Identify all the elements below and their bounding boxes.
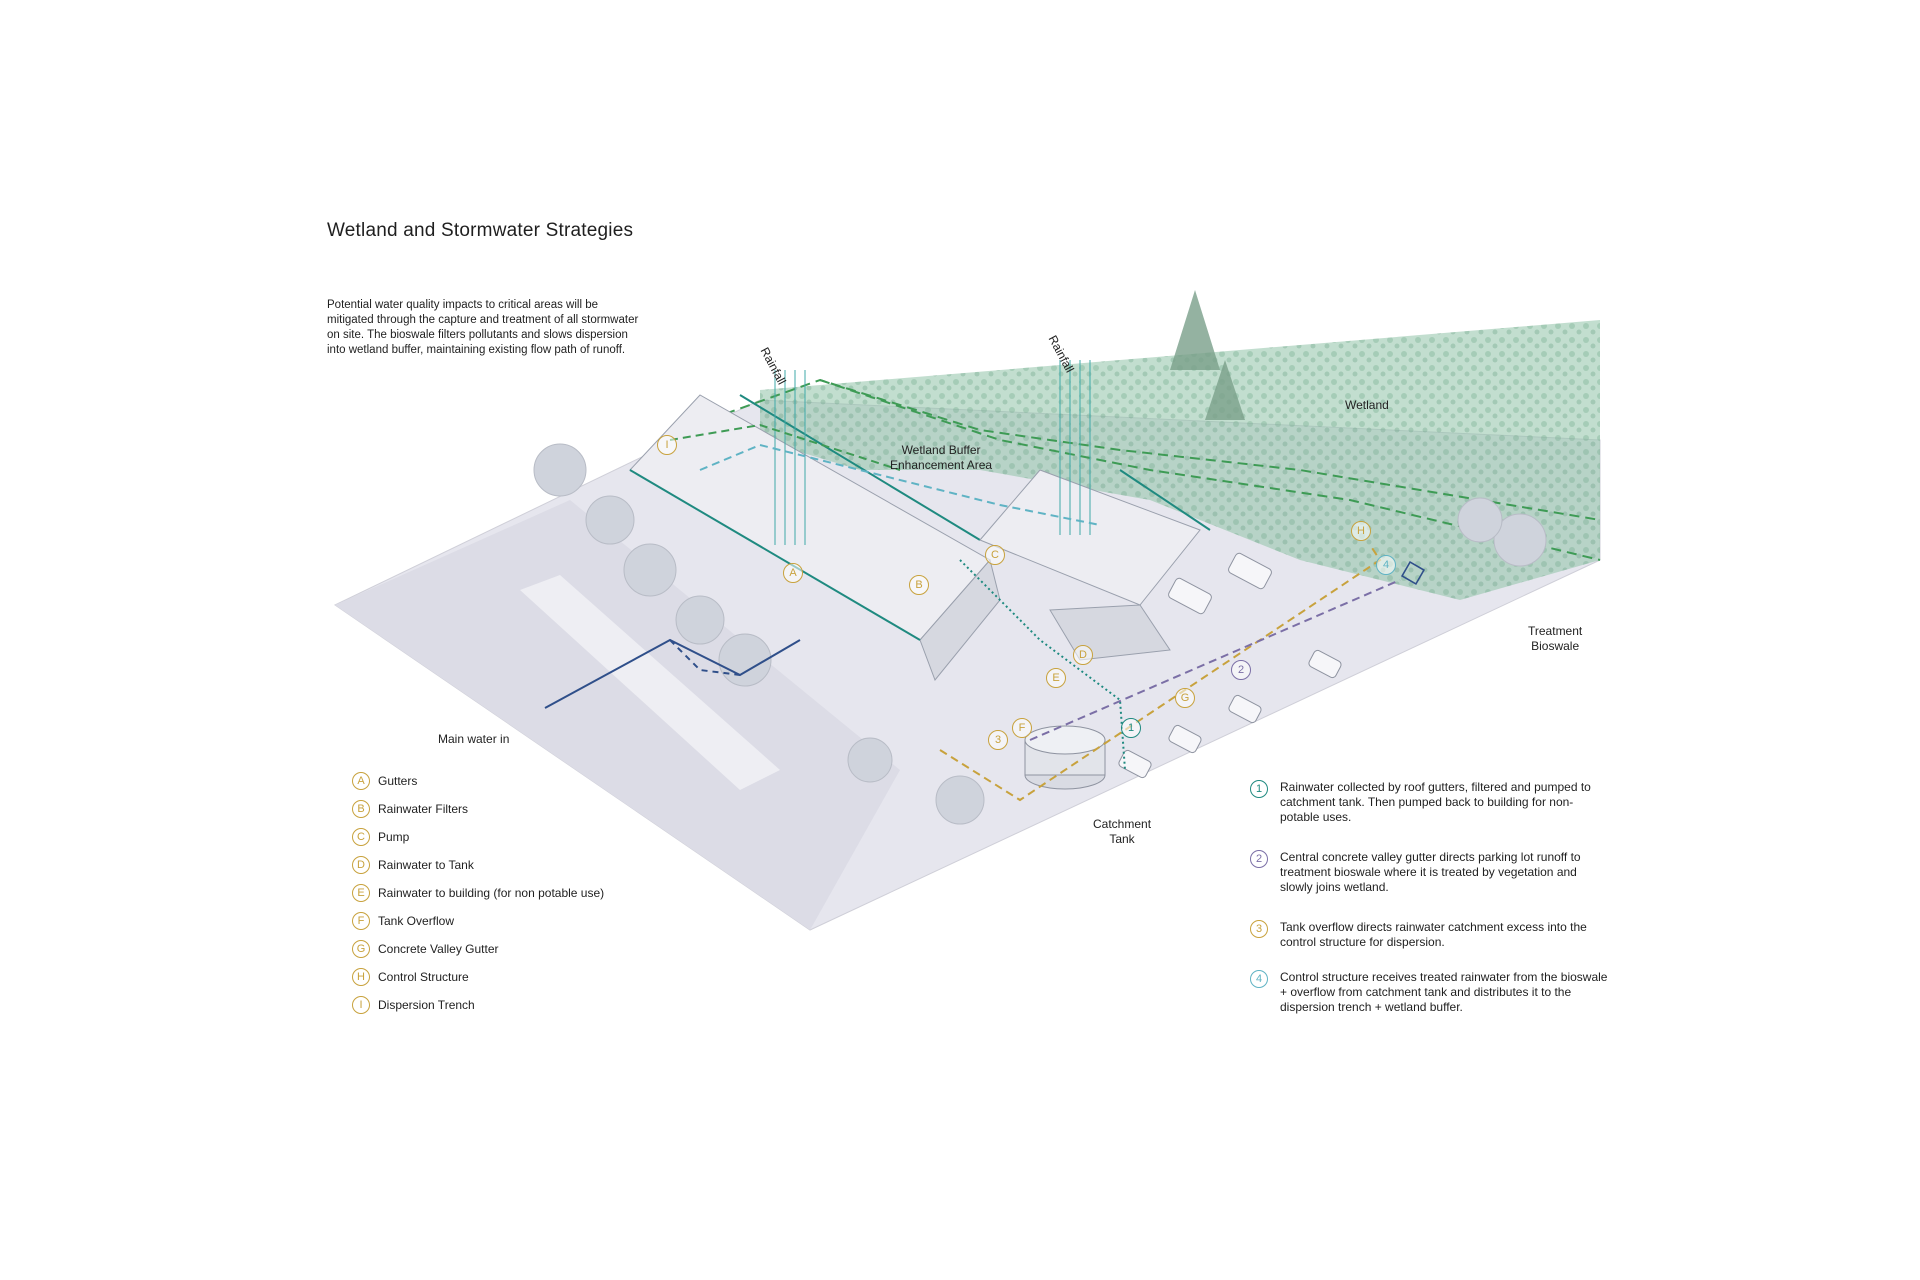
legend-key-badge: F bbox=[352, 912, 370, 930]
east-building-roof bbox=[979, 469, 1201, 606]
legend-item-i: I Dispersion Trench bbox=[352, 994, 475, 1016]
note-number-badge: 1 bbox=[1250, 780, 1268, 798]
wetland-boundary bbox=[819, 379, 1601, 561]
flow-main-water-in-dashed bbox=[669, 639, 741, 676]
rainfall-lines-1 bbox=[774, 370, 806, 545]
note-2: 2 Central concrete valley gutter directs … bbox=[1250, 850, 1610, 895]
marker-f: F bbox=[1012, 718, 1032, 738]
marker-c: C bbox=[985, 545, 1005, 565]
road bbox=[335, 500, 900, 930]
marker-e: E bbox=[1046, 668, 1066, 688]
flow-rainwater-teal bbox=[959, 559, 1126, 771]
catchment-tank-label: Catchment Tank bbox=[1093, 817, 1152, 846]
legend-label: Control Structure bbox=[378, 970, 469, 984]
wetland-buffer-boundary bbox=[679, 378, 1601, 521]
legend-item-d: D Rainwater to Tank bbox=[352, 854, 474, 876]
note-number-badge: 3 bbox=[1250, 920, 1268, 938]
legend-key-badge: G bbox=[352, 940, 370, 958]
flow-dispersion-lightblue bbox=[699, 443, 1101, 526]
flow-dispersion-green bbox=[669, 423, 901, 471]
marker-a: A bbox=[783, 563, 803, 583]
marker-h: H bbox=[1351, 521, 1371, 541]
legend-label: Gutters bbox=[378, 774, 418, 788]
note-1: 1 Rainwater collected by roof gutters, fi… bbox=[1250, 780, 1610, 825]
legend-label: Dispersion Trench bbox=[378, 998, 475, 1012]
legend-key-badge: I bbox=[352, 996, 370, 1014]
legend-label: Pump bbox=[378, 830, 410, 844]
legend-item-a: A Gutters bbox=[352, 770, 417, 792]
legend-item-c: C Pump bbox=[352, 826, 409, 848]
intro-paragraph: Potential water quality impacts to criti… bbox=[327, 299, 639, 356]
wetland-label: Wetland bbox=[1345, 398, 1389, 412]
note-text: Tank overflow directs rainwater catchmen… bbox=[1280, 920, 1587, 949]
legend-key-badge: D bbox=[352, 856, 370, 874]
road-lane bbox=[520, 575, 780, 790]
street-trees bbox=[533, 443, 1547, 825]
parked-cars bbox=[1118, 552, 1342, 779]
legend-key-badge: A bbox=[352, 772, 370, 790]
note-number-badge: 2 bbox=[1250, 850, 1268, 868]
note-3: 3 Tank overflow directs rainwater catchme… bbox=[1250, 920, 1610, 950]
marker-g: G bbox=[1175, 688, 1195, 708]
legend-label: Rainwater Filters bbox=[378, 802, 469, 816]
marker-4: 4 bbox=[1376, 555, 1396, 575]
wetland-conifers bbox=[1170, 290, 1245, 420]
west-gutter-line-2 bbox=[739, 394, 981, 541]
legend-item-f: F Tank Overflow bbox=[352, 910, 454, 932]
legend-label: Rainwater to Tank bbox=[378, 858, 474, 872]
flow-overflow-gold bbox=[939, 544, 1382, 802]
legend-key-badge: C bbox=[352, 828, 370, 846]
note-number-badge: 4 bbox=[1250, 970, 1268, 988]
note-text: Control structure receives treated rainw… bbox=[1280, 970, 1608, 1014]
marker-d: D bbox=[1073, 645, 1093, 665]
marker-i: I bbox=[657, 435, 677, 455]
marker-3: 3 bbox=[988, 730, 1008, 750]
marker-2: 2 bbox=[1231, 660, 1251, 680]
flow-main-water-in bbox=[544, 638, 801, 709]
treatment-bioswale-label: Treatment Bioswale bbox=[1528, 624, 1583, 653]
legend-label: Rainwater to building (for non potable u… bbox=[378, 886, 605, 900]
note-text: Central concrete valley gutter directs p… bbox=[1280, 850, 1581, 894]
buffer-label: Wetland Buffer Enhancement Area bbox=[890, 443, 993, 472]
legend-key-badge: B bbox=[352, 800, 370, 818]
east-gutter-line bbox=[1119, 469, 1211, 531]
page-title: Wetland and Stormwater Strategies bbox=[327, 220, 634, 241]
wetland-texture bbox=[760, 320, 1600, 600]
legend-key-badge: E bbox=[352, 884, 370, 902]
marker-b: B bbox=[909, 575, 929, 595]
legend-item-h: H Control Structure bbox=[352, 966, 469, 988]
rainfall-lines-2 bbox=[1059, 360, 1091, 535]
legend-item-g: G Concrete Valley Gutter bbox=[352, 938, 499, 960]
note-text: Rainwater collected by roof gutters, fil… bbox=[1280, 780, 1591, 824]
catchment-tank-top bbox=[1024, 725, 1106, 755]
legend-key-badge: H bbox=[352, 968, 370, 986]
control-structure bbox=[1400, 560, 1426, 586]
note-4: 4 Control structure receives treated rain… bbox=[1250, 970, 1610, 1015]
legend-item-e: E Rainwater to building (for non potable … bbox=[352, 882, 604, 904]
marker-1: 1 bbox=[1121, 718, 1141, 738]
main-water-label: Main water in bbox=[438, 732, 510, 746]
flow-valley-gutter-purple bbox=[1029, 579, 1401, 741]
legend-item-b: B Rainwater Filters bbox=[352, 798, 468, 820]
legend-label: Concrete Valley Gutter bbox=[378, 942, 499, 956]
legend-label: Tank Overflow bbox=[378, 914, 455, 928]
west-gutter-line bbox=[629, 469, 921, 641]
